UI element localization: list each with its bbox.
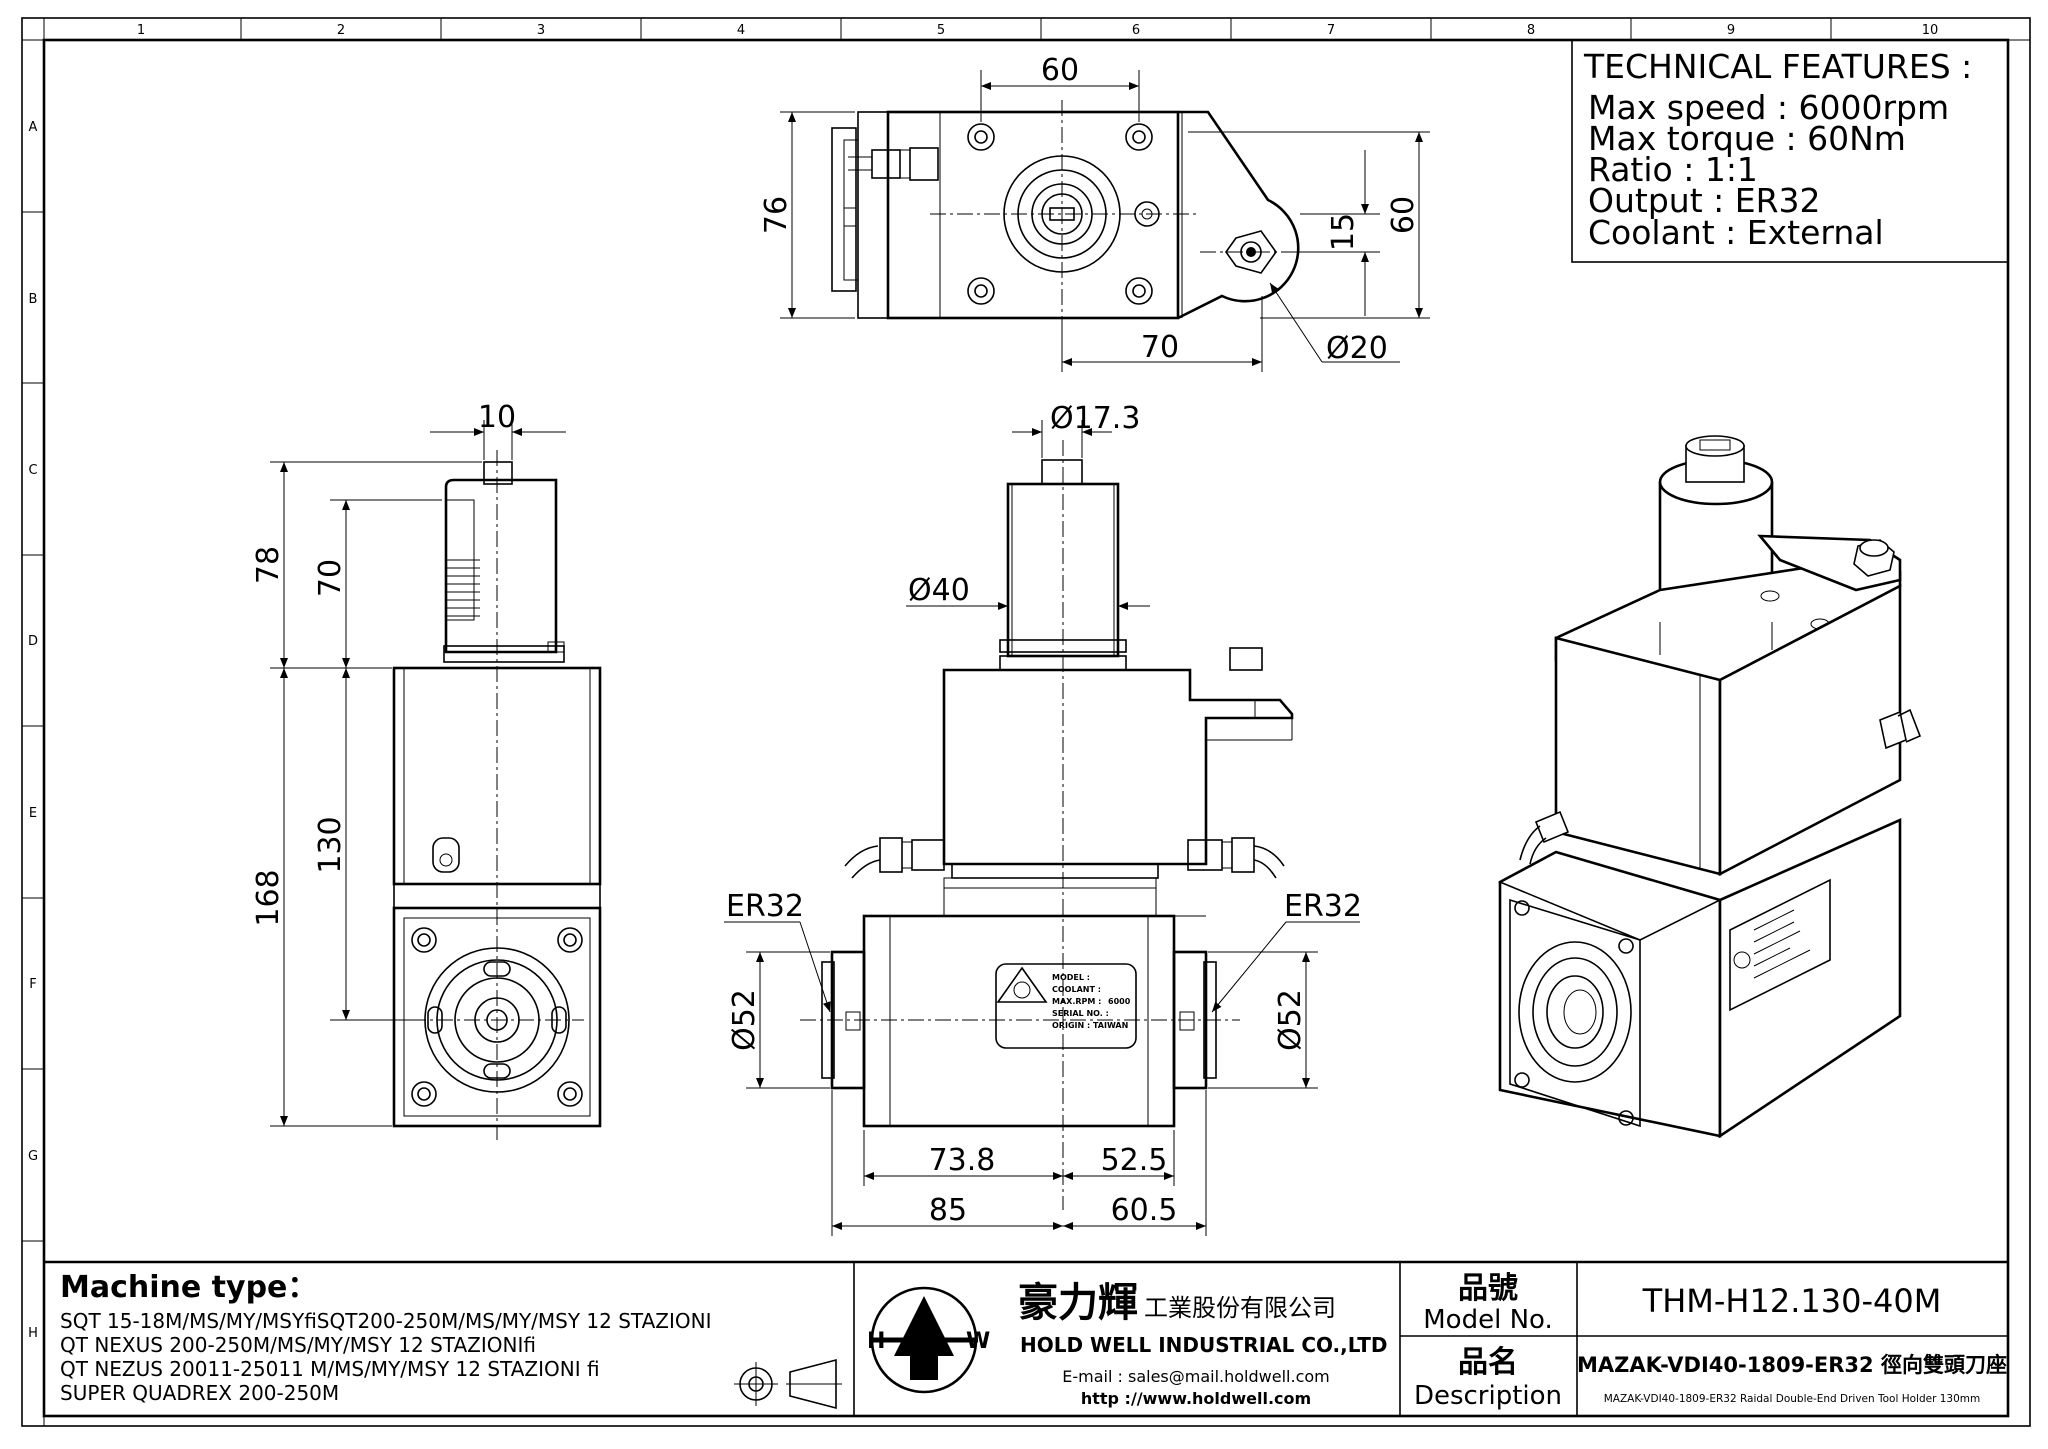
machine-type-line-4: SUPER QUADREX 200-250M <box>60 1381 339 1405</box>
dim-er32-right: ER32 <box>1284 889 1362 924</box>
zone-col-5: 5 <box>937 23 945 38</box>
dim-front-60-5: 60.5 <box>1111 1193 1178 1228</box>
description-value: MAZAK-VDI40-1809-ER32 徑向雙頭刀座 <box>1577 1353 2007 1377</box>
machine-type-line-3: QT NEZUS 20011-25011 M/MS/MY/MSY 12 STAZ… <box>60 1357 600 1381</box>
feature-coolant: Coolant : External <box>1588 213 1884 252</box>
feature-output: Output : ER32 <box>1588 181 1821 220</box>
dim-side-168: 168 <box>251 869 286 926</box>
dim-front-d40: Ø40 <box>908 573 970 608</box>
nameplate-coolant: COOLANT : <box>1052 985 1101 994</box>
dim-front-73-8: 73.8 <box>929 1143 996 1178</box>
dim-top-60-right: 60 <box>1386 196 1421 234</box>
nameplate-origin: ORIGIN : TAIWAN <box>1052 1021 1128 1030</box>
zone-row-a: A <box>29 120 38 135</box>
feature-ratio: Ratio : 1:1 <box>1588 150 1758 189</box>
model-label-en: Model No. <box>1423 1305 1553 1335</box>
front-view: MODEL : COOLANT : MAX.RPM : 6000 SERIAL … <box>724 401 1362 1236</box>
dim-front-d17: Ø17.3 <box>1050 401 1140 436</box>
dim-front-d52-right: Ø52 <box>1273 989 1308 1051</box>
dim-top-76: 76 <box>759 196 794 234</box>
nameplate-maxrpm: MAX.RPM : <box>1052 997 1101 1006</box>
company-website: http ://www.holdwell.com <box>1081 1389 1311 1408</box>
dim-front-d52-left: Ø52 <box>727 989 762 1051</box>
company-logo-icon <box>870 1286 978 1394</box>
machine-type-line-2: QT NEXUS 200-250M/MS/MY/MSY 12 STAZIONIﬁ <box>60 1333 536 1357</box>
zone-col-3: 3 <box>537 23 545 38</box>
company-suffix-cn: 工業股份有限公司 <box>1144 1294 1336 1322</box>
technical-features-box: TECHNICAL FEATURES : Max speed : 6000rpm… <box>1571 39 2009 263</box>
zone-col-9: 9 <box>1727 23 1735 38</box>
zone-col-6: 6 <box>1132 23 1140 38</box>
isometric-view <box>1498 435 1922 1139</box>
feature-speed: Max speed : 6000rpm <box>1588 88 1949 127</box>
feature-torque: Max torque : 60Nm <box>1588 119 1906 158</box>
logo-letter-h: H <box>867 1329 885 1354</box>
description-label-en: Description <box>1414 1381 1562 1411</box>
dim-top-15: 15 <box>1326 213 1361 251</box>
zone-row-b: B <box>29 292 38 307</box>
dim-er32-left: ER32 <box>726 889 804 924</box>
company-email: E-mail : sales@mail.holdwell.com <box>1062 1367 1329 1386</box>
dim-top-d20: Ø20 <box>1326 331 1388 366</box>
top-view: 60 76 15 60 70 Ø20 <box>759 53 1430 372</box>
model-label-cn: 品號 <box>1458 1271 1518 1306</box>
zone-row-e: E <box>29 806 37 821</box>
zone-row-c: C <box>28 463 37 478</box>
machine-type-title: Machine type： <box>60 1270 317 1305</box>
title-block: Machine type： SQT 15-18M/MS/MY/MSYﬁSQT20… <box>44 1260 2008 1416</box>
description-label-cn: 品名 <box>1458 1345 1518 1380</box>
zone-col-1: 1 <box>137 23 145 38</box>
zone-col-2: 2 <box>337 23 345 38</box>
zone-row-f: F <box>29 977 36 992</box>
machine-type-line-1: SQT 15-18M/MS/MY/MSYﬁSQT200-250M/MS/MY/M… <box>60 1309 711 1333</box>
dim-top-70: 70 <box>1141 330 1179 365</box>
nameplate-rpm-value: 6000 <box>1108 997 1131 1006</box>
dim-side-130: 130 <box>313 816 348 873</box>
features-title: TECHNICAL FEATURES : <box>1583 47 1972 86</box>
zone-row-h: H <box>28 1326 38 1341</box>
dim-front-85: 85 <box>929 1193 967 1228</box>
zone-row-g: G <box>28 1149 38 1164</box>
company-name-en: HOLD WELL INDUSTRIAL CO.,LTD <box>1020 1333 1387 1357</box>
sheet-frame: 1 2 3 4 5 6 7 8 9 10 A B C D E F G H <box>21 17 2031 1427</box>
dim-front-52-5: 52.5 <box>1101 1143 1168 1178</box>
description-subtitle: MAZAK-VDI40-1809-ER32 Raidal Double-End … <box>1604 1393 1981 1405</box>
nameplate-serial: SERIAL NO. : <box>1052 1009 1109 1018</box>
zone-row-d: D <box>28 634 38 649</box>
logo-letter-w: W <box>966 1329 990 1354</box>
dim-side-10: 10 <box>478 400 516 435</box>
zone-col-7: 7 <box>1327 23 1335 38</box>
dim-top-60: 60 <box>1041 53 1079 88</box>
dim-side-70: 70 <box>313 559 348 597</box>
side-view: 10 78 70 130 168 <box>251 400 602 1140</box>
company-name-cn: 豪力輝 <box>1018 1280 1138 1326</box>
model-number: THM-H12.130-40M <box>1642 1282 1942 1320</box>
projection-symbol-icon <box>734 1358 842 1410</box>
zone-col-8: 8 <box>1527 23 1535 38</box>
dim-side-78: 78 <box>251 546 286 584</box>
zone-col-10: 10 <box>1922 23 1939 38</box>
zone-col-4: 4 <box>737 23 745 38</box>
nameplate-model: MODEL : <box>1052 973 1090 982</box>
